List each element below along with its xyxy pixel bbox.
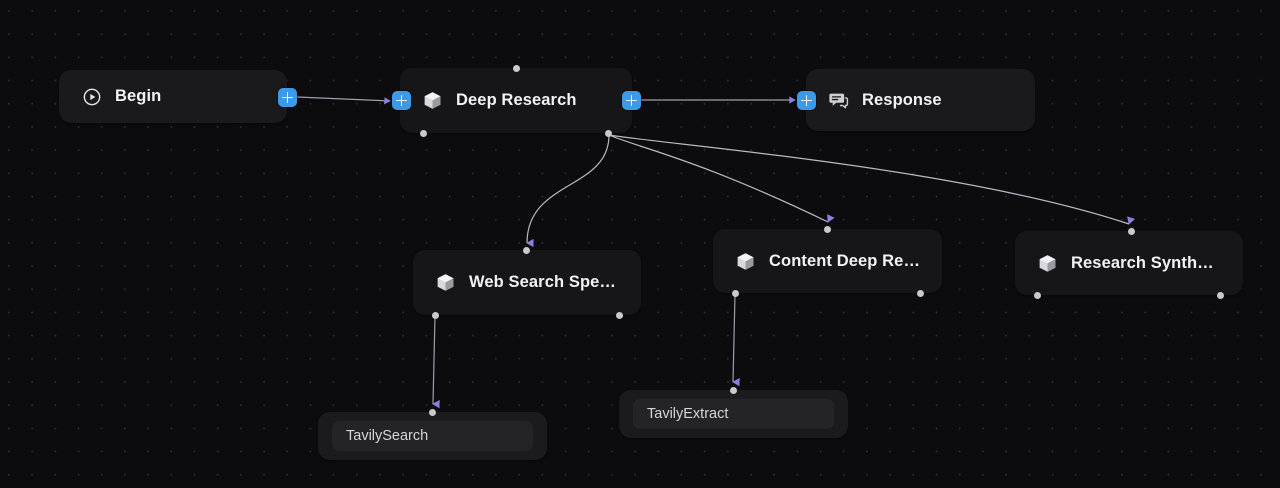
add-after-deep-research-button[interactable]	[622, 91, 641, 110]
handle-bottom-right[interactable]	[605, 129, 612, 137]
node-web-search-specialist-label: Web Search Special...	[469, 273, 619, 291]
handle-top[interactable]	[523, 246, 530, 254]
cube-icon	[422, 90, 443, 111]
node-tavily-search-label: TavilySearch	[346, 428, 429, 444]
node-content-deep-reader-label: Content Deep Reader	[769, 251, 920, 270]
handle-bottom-right[interactable]	[917, 289, 924, 297]
handle-top[interactable]	[1128, 227, 1135, 235]
tool-pill[interactable]: TavilySearch	[332, 421, 533, 451]
node-web-search-specialist[interactable]: Web Search Special...	[413, 246, 641, 319]
node-begin[interactable]: Begin	[59, 70, 287, 123]
handle-bottom-right[interactable]	[616, 311, 623, 319]
node-tavily-extract[interactable]: TavilyExtract	[619, 386, 848, 438]
add-before-response-button[interactable]	[797, 91, 816, 110]
node-response-label: Response	[862, 90, 942, 109]
edge-deep-research-to-content-reader	[608, 134, 835, 223]
node-research-synthesizer[interactable]: Research Synthesizer	[1015, 227, 1243, 299]
node-content-deep-reader[interactable]: Content Deep Reader	[713, 225, 942, 297]
cube-icon	[435, 272, 456, 293]
node-deep-research[interactable]: Deep Research	[400, 64, 632, 137]
edge-deep-research-to-synthesizer	[608, 134, 1136, 225]
node-research-synthesizer-label: Research Synthesizer	[1071, 253, 1221, 272]
handle-top[interactable]	[824, 225, 831, 233]
message-icon	[828, 90, 849, 111]
handle-top[interactable]	[513, 64, 520, 72]
edge-begin-to-deep-research	[296, 96, 391, 105]
add-after-begin-button[interactable]	[278, 88, 297, 107]
edge-web-search-to-tavily-search	[432, 315, 440, 409]
handle-bottom-left[interactable]	[432, 311, 439, 319]
handle-bottom-left[interactable]	[732, 289, 739, 297]
cube-icon	[1037, 253, 1058, 274]
cube-icon	[735, 251, 756, 272]
edge-deep-research-to-web-search	[526, 134, 610, 248]
edge-content-reader-to-tavily-extract	[732, 293, 740, 387]
tool-pill[interactable]: TavilyExtract	[633, 399, 834, 429]
handle-bottom-right[interactable]	[1217, 291, 1224, 299]
node-deep-research-label: Deep Research	[456, 91, 577, 109]
handle-top[interactable]	[429, 408, 436, 416]
handle-bottom-left[interactable]	[420, 129, 427, 137]
node-begin-label: Begin	[115, 87, 162, 105]
handle-top[interactable]	[730, 386, 737, 394]
play-circle-icon	[81, 86, 102, 107]
handle-bottom-left[interactable]	[1034, 291, 1041, 299]
node-response[interactable]: Response	[806, 69, 1035, 131]
add-before-deep-research-button[interactable]	[392, 91, 411, 110]
node-tavily-extract-label: TavilyExtract	[647, 406, 729, 422]
node-tavily-search[interactable]: TavilySearch	[318, 408, 547, 460]
